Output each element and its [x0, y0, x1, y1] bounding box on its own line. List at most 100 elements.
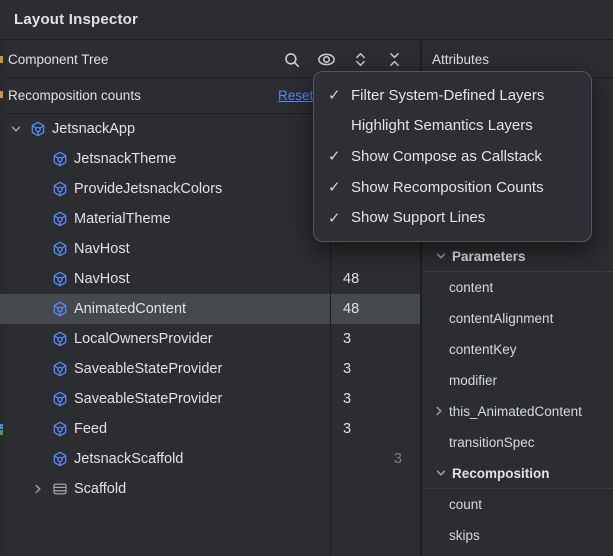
tree-row[interactable]: SaveableStateProvider 3	[0, 384, 420, 414]
attribute-label: contentAlignment	[449, 311, 554, 326]
collapse-all-icon[interactable]	[382, 48, 406, 72]
attributes-section-recomposition[interactable]: Recomposition	[424, 458, 613, 489]
compose-node-icon	[52, 271, 68, 287]
attributes-title: Attributes	[432, 51, 490, 67]
compose-node-icon	[52, 421, 68, 437]
tree-row[interactable]: JetsnackScaffold 3	[0, 444, 420, 474]
menu-item-label: Highlight Semantics Layers	[351, 117, 533, 135]
attribute-item[interactable]: count	[424, 489, 613, 520]
menu-item[interactable]: Highlight Semantics Layers	[314, 111, 591, 142]
attribute-item[interactable]: contentAlignment	[424, 303, 613, 334]
compose-node-icon	[52, 151, 68, 167]
checkmark-icon: ✓	[328, 179, 341, 197]
attribute-label: this_AnimatedContent	[449, 404, 582, 419]
chevron-spacer	[30, 211, 46, 227]
compose-node-icon	[52, 331, 68, 347]
attribute-item[interactable]: this_AnimatedContent	[424, 396, 613, 427]
menu-item-label: Show Support Lines	[351, 209, 486, 227]
menu-item[interactable]: ✓ Show Support Lines	[314, 202, 591, 233]
compose-node-icon	[30, 121, 46, 137]
tree-item-label: JetsnackScaffold	[74, 451, 184, 467]
chevron-spacer	[30, 391, 46, 407]
tree-item-label: Scaffold	[74, 481, 127, 497]
tree-item-label: LocalOwnersProvider	[74, 331, 213, 347]
skips-count: 3	[393, 451, 402, 467]
attribute-item[interactable]: modifier	[424, 365, 613, 396]
attribute-item[interactable]: contentKey	[424, 334, 613, 365]
recomposition-count: 3	[343, 361, 352, 377]
compose-node-icon	[52, 451, 68, 467]
chevron-spacer	[30, 151, 46, 167]
tree-item-label: SaveableStateProvider	[74, 361, 223, 377]
tree-row[interactable]: ProvideJetsnackColors	[0, 174, 420, 204]
reset-counts-link[interactable]: Reset	[278, 88, 314, 103]
chevron-down-icon[interactable]	[433, 465, 449, 481]
chevron-right-icon[interactable]	[431, 403, 447, 419]
tree-item-label: ProvideJetsnackColors	[74, 181, 223, 197]
menu-item[interactable]: ✓ Filter System-Defined Layers	[314, 80, 591, 111]
chevron-right-icon[interactable]	[30, 481, 46, 497]
tree-row[interactable]: SaveableStateProvider 3	[0, 354, 420, 384]
component-tree-header: Component Tree	[0, 41, 420, 78]
checkmark-icon: ✓	[328, 209, 341, 227]
attribute-item[interactable]: transitionSpec	[424, 427, 613, 458]
panel-title-bar: Layout Inspector	[0, 0, 613, 40]
attributes-section-parameters[interactable]: Parameters	[424, 241, 613, 272]
attributes-body: Parameters content contentAlignment content…	[424, 78, 613, 551]
tree-item-label: JetsnackApp	[52, 121, 136, 137]
gutter-mark	[0, 424, 3, 429]
menu-item[interactable]: ✓Show Compose as Callstack	[314, 141, 591, 172]
tree-item-label: SaveableStateProvider	[74, 391, 223, 407]
gutter-mark	[0, 430, 3, 435]
attribute-label: contentKey	[449, 342, 517, 357]
recomposition-count: 3	[343, 421, 352, 437]
tree-row[interactable]: NavHost	[0, 234, 420, 264]
tree-item-label: JetsnackTheme	[74, 151, 177, 167]
tree-row[interactable]: AnimatedContent 48	[0, 294, 420, 324]
tree-item-label: AnimatedContent	[74, 301, 187, 317]
view-options-eye-icon[interactable]	[314, 48, 338, 72]
chevron-down-icon[interactable]	[8, 121, 24, 137]
recomposition-count: 48	[343, 301, 360, 317]
tree-row[interactable]: JetsnackTheme	[0, 144, 420, 174]
compose-node-icon	[52, 391, 68, 407]
attribute-item[interactable]: content	[424, 272, 613, 303]
chevron-spacer	[30, 181, 46, 197]
section-title: Parameters	[452, 248, 526, 264]
tree-row[interactable]: MaterialTheme	[0, 204, 420, 234]
expand-all-icon[interactable]	[348, 48, 372, 72]
tree-item-label: Feed	[74, 421, 108, 437]
tree-row[interactable]: Scaffold	[0, 474, 420, 504]
attribute-label: transitionSpec	[449, 435, 535, 450]
chevron-spacer	[30, 271, 46, 287]
attribute-item[interactable]: skips	[424, 520, 613, 551]
scaffold-node-icon	[52, 481, 68, 497]
menu-item[interactable]: ✓Show Recomposition Counts	[314, 172, 591, 203]
menu-item-label: Filter System-Defined Layers	[351, 86, 545, 104]
recomposition-count: 48	[343, 271, 360, 287]
chevron-spacer	[30, 361, 46, 377]
component-tree-toolbar	[280, 41, 406, 78]
chevron-down-icon[interactable]	[433, 248, 449, 264]
recomposition-counts-label: Recomposition counts	[8, 88, 141, 103]
recomposition-counts-bar: Recomposition counts Reset	[0, 78, 420, 114]
chevron-spacer	[30, 421, 46, 437]
tree-row[interactable]: JetsnackApp	[0, 114, 420, 144]
menu-item-label: Show Compose as Callstack	[351, 147, 542, 165]
checkmark-icon: ✓	[328, 87, 341, 105]
compose-node-icon	[52, 181, 68, 197]
search-icon[interactable]	[280, 48, 304, 72]
chevron-spacer	[30, 331, 46, 347]
compose-node-icon	[52, 361, 68, 377]
compose-node-icon	[52, 211, 68, 227]
chevron-spacer	[30, 301, 46, 317]
attribute-label: content	[449, 280, 494, 295]
page-title: Layout Inspector	[14, 11, 139, 28]
tree-row[interactable]: Feed 3	[0, 414, 420, 444]
attribute-label: modifier	[449, 373, 498, 388]
recomposition-count: 3	[343, 391, 352, 407]
